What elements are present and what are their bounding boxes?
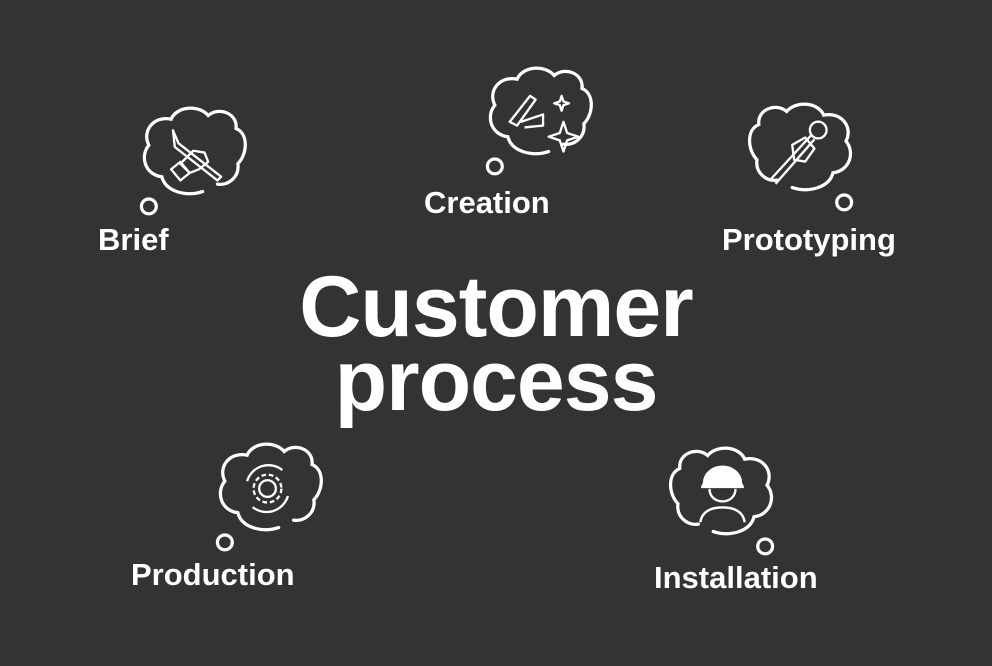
pen-sparkle-icon — [508, 94, 580, 153]
thought-cloud — [747, 102, 854, 212]
title-line-2: process — [334, 333, 659, 429]
thought-cloud — [668, 446, 775, 556]
step-label: Brief — [98, 222, 169, 257]
step-label: Creation — [424, 185, 550, 220]
worker-helmet-icon — [699, 465, 746, 523]
gear-cycle-icon — [245, 464, 290, 514]
step-label: Production — [131, 557, 295, 592]
thought-cloud — [215, 442, 323, 552]
step-label: Installation — [654, 560, 818, 595]
title-line-1: Customer — [299, 259, 693, 355]
hand-wrench-icon — [769, 120, 828, 185]
thought-cloud — [485, 66, 593, 176]
step-label: Prototyping — [722, 222, 896, 257]
thought-cloud — [139, 106, 247, 216]
hand-pencil-icon — [169, 129, 223, 182]
